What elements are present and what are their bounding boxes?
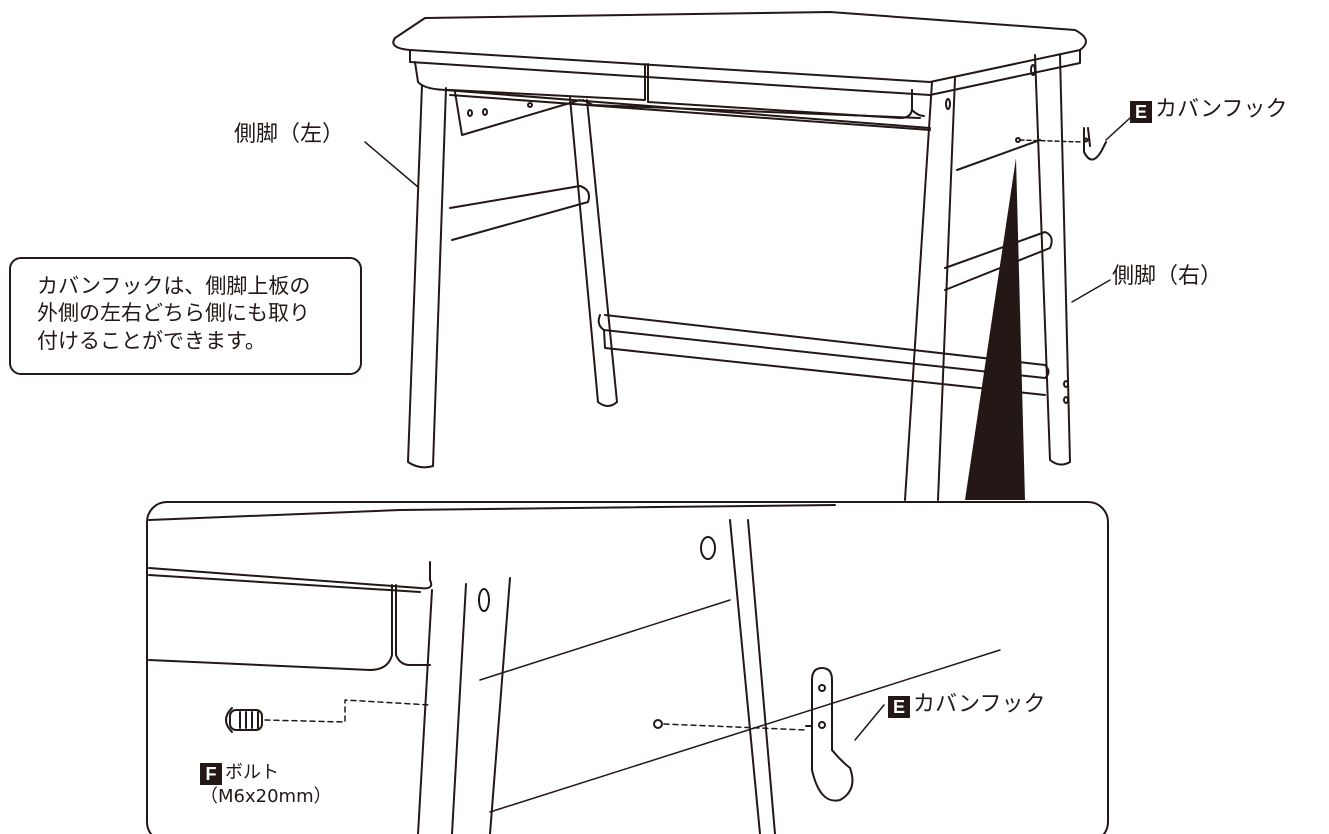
- leader-right-leg: [1071, 279, 1111, 303]
- bolt-name: ボルト: [225, 762, 279, 783]
- part-e-badge: E: [1130, 101, 1152, 123]
- note-line-1: カバンフックは、側脚上板の: [37, 274, 311, 298]
- panel-holes: [454, 91, 921, 136]
- front-stretcher: [597, 314, 1050, 396]
- desk-top: [392, 11, 1087, 96]
- leader-hook-top: [1105, 117, 1131, 141]
- hook-top-icon: [1015, 127, 1107, 161]
- hook-top-text: カバンフック: [1155, 97, 1288, 122]
- left-leg: [407, 84, 618, 469]
- leader-left-leg: [364, 141, 419, 188]
- note-line-3: 付けることができます。: [37, 328, 266, 353]
- part-e-badge-detail: E: [888, 696, 910, 718]
- instruction-note: カバンフックは、側脚上板の 外側の左右どちら側にも取り 付けることができます。: [9, 257, 362, 375]
- bolt-size: （M6x20mm）: [200, 786, 332, 807]
- right-leg: [904, 54, 1071, 501]
- note-line-2: 外側の左右どちら側にも取り: [37, 301, 310, 326]
- right-leg-label: 側脚（右）: [1112, 264, 1223, 289]
- left-leg-label: 側脚（左）: [234, 122, 345, 147]
- detail-view: [146, 501, 1109, 834]
- zoom-indicator: [965, 158, 1025, 500]
- part-f-badge: F: [200, 763, 222, 785]
- hook-detail-text: カバンフック: [913, 692, 1046, 717]
